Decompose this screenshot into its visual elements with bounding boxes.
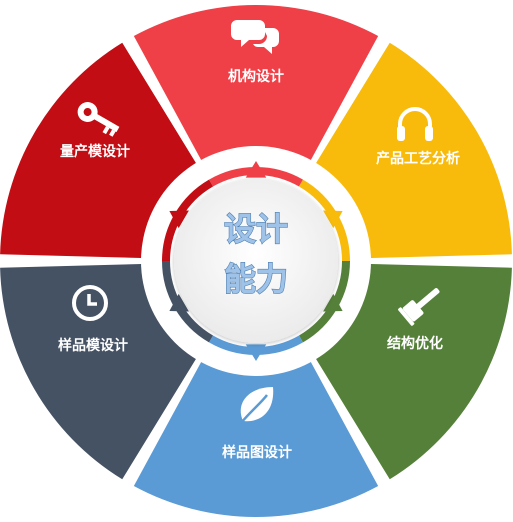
segment-sample-mold-pointer — [169, 293, 189, 312]
segment-mechanism — [133, 4, 379, 174]
segment-label-mechanism: 机构设计 — [228, 68, 284, 85]
speech-bubbles-icon — [231, 20, 279, 54]
segment-process-pointer — [323, 210, 343, 229]
segment-label-sample-mold: 样品模设计 — [58, 337, 128, 354]
segment-structure-pointer — [323, 293, 343, 312]
headphones-icon — [397, 107, 433, 141]
gavel-icon — [398, 288, 440, 326]
segment-sample-drawing — [133, 348, 379, 517]
segment-label-structure: 结构优化 — [387, 335, 443, 352]
segment-mass-mold — [0, 42, 204, 259]
segment-process — [308, 42, 512, 259]
center-disc — [174, 179, 338, 343]
segment-sample-drawing-pointer — [245, 344, 267, 361]
segment-mass-mold-pointer — [169, 210, 189, 229]
segment-label-mass-mold: 量产模设计 — [60, 143, 130, 160]
segment-label-sample-drawing: 样品图设计 — [222, 444, 292, 461]
center-title-line1: 设计 — [224, 210, 288, 248]
segment-label-process: 产品工艺分析 — [376, 150, 460, 167]
segment-mechanism-pointer — [245, 161, 267, 178]
center-title-line2: 能力 — [224, 260, 288, 298]
leaf-icon — [240, 387, 274, 424]
segment-structure — [308, 263, 512, 480]
clock-icon — [72, 285, 108, 321]
segment-sample-mold — [0, 263, 204, 480]
key-icon — [77, 102, 120, 137]
